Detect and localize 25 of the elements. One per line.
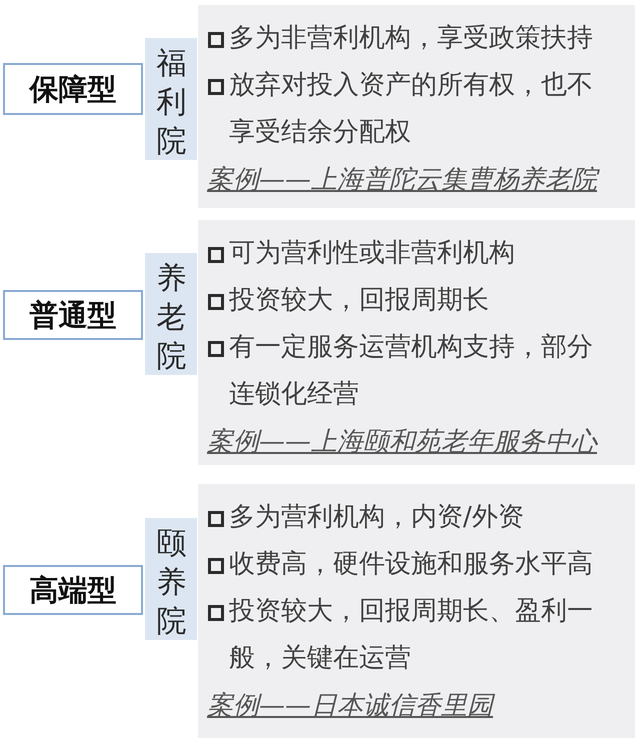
vertical-label: 颐养院 [156,525,187,641]
bullet-text: 投资较大，回报周期长 [229,284,490,317]
bullet-text: 多为非营利机构，享受政策扶持 [229,22,594,55]
info-panel [198,220,635,465]
bullet-text: 有一定服务运营机构支持，部分连锁化经营 [229,331,594,411]
bullet-text: 投资较大，回报周期长、盈利一般，关键在运营 [229,595,594,675]
case-example-text: 案例——上海颐和苑老年服务中心 [207,426,597,458]
vertical-label-tab [145,253,197,375]
vertical-label-tab [145,518,197,640]
info-panel [198,484,635,738]
bullet-text: 收费高，硬件设施和服务水平高 [229,548,594,581]
vertical-label: 福利院 [156,45,187,161]
category-box [3,63,143,115]
info-panel [198,5,635,208]
category-label: 保障型 [30,72,116,106]
case-example-text: 案例——日本诚信香里园 [207,690,493,722]
category-label: 高端型 [30,573,116,607]
bullet-text: 放弃对投入资产的所有权，也不享受结余分配权 [229,69,594,149]
bullet-text: 多为营利机构，内资/外资 [229,501,525,534]
category-box [3,565,143,615]
bullet-text: 可为营利性或非营利机构 [229,237,516,270]
vertical-label-tab [145,38,197,160]
category-box [3,290,143,340]
category-label: 普通型 [30,298,116,332]
vertical-label: 养老院 [156,260,187,376]
